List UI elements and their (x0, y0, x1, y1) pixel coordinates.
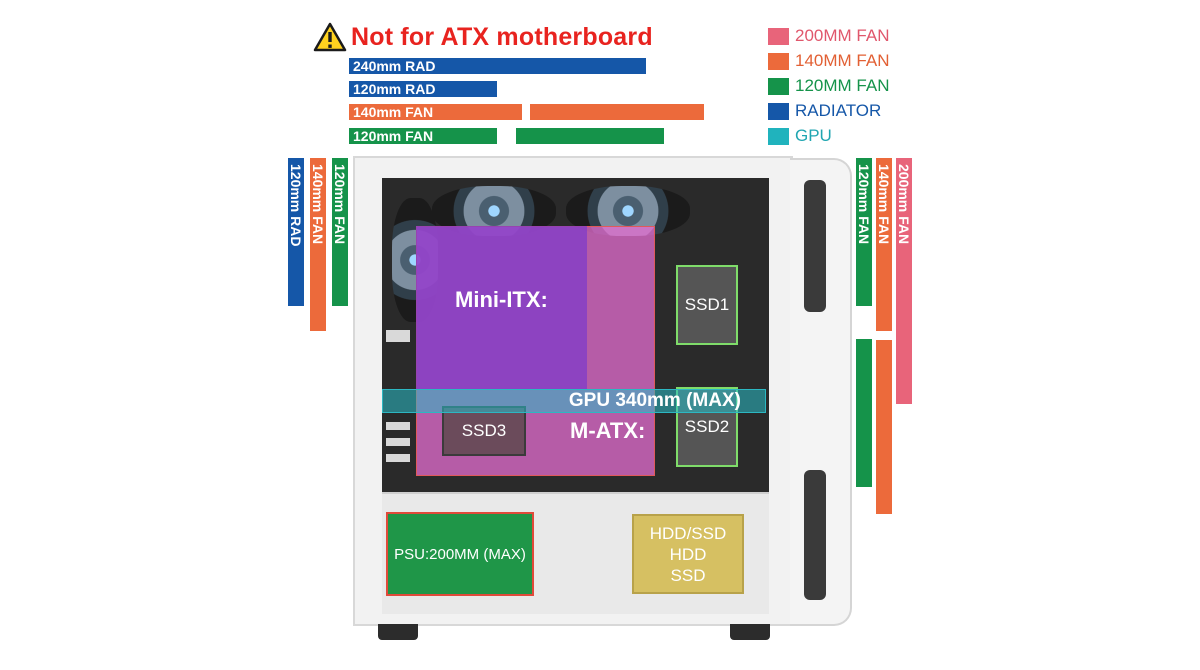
warning-header: Not for ATX motherboard (313, 22, 653, 52)
right-bar-140mm-fan-a: 140mm FAN (876, 158, 892, 331)
hdd-label-line: HDD/SSD (649, 523, 727, 543)
bar-label: 240mm RAD (353, 58, 436, 74)
top-bar-140mm-fan-a: 140mm FAN (349, 104, 522, 120)
bar-label: 140mm FAN (310, 164, 326, 245)
legend-label: RADIATOR (795, 101, 882, 120)
mini-itx-board-area (416, 226, 587, 390)
legend-item-140mm-fan: 140MM FAN (768, 50, 889, 72)
right-bar-120mm-fan-b (856, 339, 872, 487)
bar-label: 120mm RAD (353, 81, 436, 97)
legend-item-radiator: RADIATOR (768, 100, 881, 122)
case-foot (730, 624, 770, 640)
legend-swatch (768, 127, 789, 145)
bar-label: 120mm RAD (288, 164, 304, 247)
legend-swatch (768, 27, 789, 45)
legend-label: 200MM FAN (795, 26, 890, 45)
legend-label: GPU (795, 126, 832, 145)
case-foot (378, 624, 418, 640)
right-bar-120mm-fan-a: 120mm FAN (856, 158, 872, 306)
top-bar-240mm-rad: 240mm RAD (349, 58, 646, 74)
top-bar-120mm-fan-b (516, 128, 664, 144)
ssd3-bay: SSD3 (442, 406, 526, 456)
legend-item-200mm-fan: 200MM FAN (768, 25, 889, 47)
legend-swatch (768, 77, 789, 95)
bar-label: 120mm FAN (856, 164, 872, 245)
bar-label: 140mm FAN (353, 104, 434, 120)
left-bar-120mm-rad: 120mm RAD (288, 158, 304, 306)
ssd1-bay: SSD1 (676, 265, 738, 345)
legend-swatch (768, 102, 789, 120)
top-bar-140mm-fan-b (530, 104, 704, 120)
expansion-slot (386, 422, 410, 430)
legend-swatch (768, 52, 789, 70)
hdd-label-line: SSD (670, 565, 706, 585)
hdd-ssd-cage: HDD/SSD HDD SSD (632, 514, 744, 594)
bar-label: 120mm FAN (353, 128, 434, 144)
top-bar-120mm-rad: 120mm RAD (349, 81, 497, 97)
mini-itx-label: Mini-ITX: (455, 287, 548, 312)
ssd3-label: SSD3 (461, 421, 507, 440)
right-bar-140mm-fan-b (876, 340, 892, 514)
left-bar-140mm-fan: 140mm FAN (310, 158, 326, 331)
expansion-slot (386, 454, 410, 462)
legend-item-gpu: GPU (768, 125, 832, 147)
top-bar-120mm-fan-a: 120mm FAN (349, 128, 497, 144)
legend-label: 140MM FAN (795, 51, 890, 70)
gpu-label: GPU 340mm (MAX) (568, 390, 741, 411)
psu-area: PSU:200MM (MAX) (386, 512, 534, 596)
psu-label: PSU:200MM (MAX) (394, 545, 526, 563)
legend-label: 120MM FAN (795, 76, 890, 95)
bar-label: 120mm FAN (332, 164, 348, 245)
right-bar-200mm-fan: 200mm FAN (896, 158, 912, 404)
matx-label: M-ATX: (570, 418, 646, 443)
expansion-slot (386, 330, 410, 342)
expansion-slot (386, 438, 410, 446)
bar-label: 140mm FAN (876, 164, 892, 245)
ssd2-label: SSD2 (684, 417, 730, 436)
ssd1-label: SSD1 (684, 295, 730, 314)
front-vent (804, 180, 826, 312)
bar-label: 200mm FAN (896, 164, 912, 245)
warning-triangle-icon (313, 22, 347, 52)
left-bar-120mm-fan: 120mm FAN (332, 158, 348, 306)
hdd-label-line: HDD (669, 544, 707, 564)
gpu-length-band: GPU 340mm (MAX) (382, 389, 766, 413)
front-vent (804, 470, 826, 600)
warning-text: Not for ATX motherboard (351, 22, 653, 51)
legend-item-120mm-fan: 120MM FAN (768, 75, 889, 97)
